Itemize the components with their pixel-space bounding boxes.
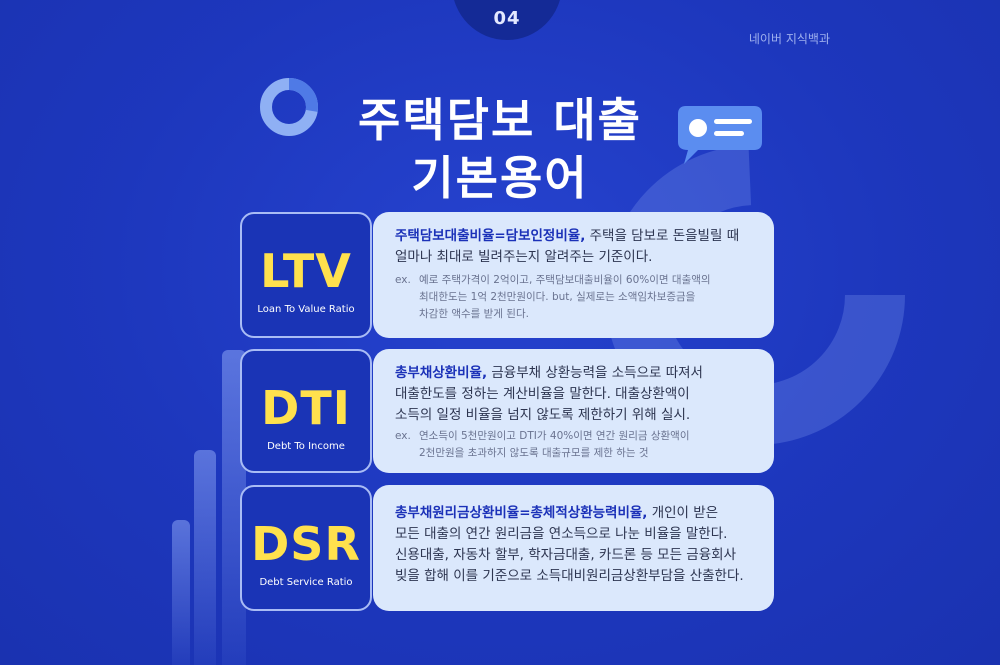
- example-block: ex. 예로 주택가격이 2억이고, 주택담보대출비율이 60%이면 대출액의 …: [395, 272, 756, 323]
- example-line: 예로 주택가격이 2억이고, 주택담보대출비율이 60%이면 대출액의: [419, 274, 711, 286]
- definition-text: 금융부채 상환능력을 소득으로 따져서: [487, 365, 703, 381]
- definition-highlight: 주택담보대출비율=담보인정비율,: [395, 228, 586, 244]
- term-label-dsr: DSR Debt Service Ratio: [240, 485, 372, 611]
- example-block: ex. 연소득이 5천만원이고 DTI가 40%이면 연간 원리금 상환액이 2…: [395, 428, 756, 462]
- term-card-dsr: 총부채원리금상환비율=총체적상환능력비율, 개인이 받은 모든 대출의 연간 원…: [373, 485, 774, 611]
- example-tag: ex.: [395, 430, 411, 442]
- example-tag: ex.: [395, 274, 411, 286]
- definition-highlight: 총부채원리금상환비율=총체적상환능력비율,: [395, 505, 648, 521]
- page-title-line1: 주택담보 대출: [358, 93, 642, 147]
- term-label-dti: DTI Debt To Income: [240, 349, 372, 473]
- definition-line: 빚을 합해 이를 기준으로 소득대비원리금상환부담을 산출한다.: [395, 568, 744, 584]
- definition-line: 대출한도를 정하는 계산비율을 말한다. 대출상환액이: [395, 386, 690, 402]
- term-full-name: Loan To Value Ratio: [257, 304, 355, 315]
- term-abbr: DTI: [261, 381, 351, 435]
- chat-bubble-icon: [678, 106, 762, 164]
- example-line: 최대한도는 1억 2천만원이다. but, 실제로는 소액임차보증금을: [419, 291, 696, 303]
- ring-chart-icon: [260, 78, 318, 136]
- definition-highlight: 총부채상환비율,: [395, 365, 488, 381]
- term-abbr: DSR: [251, 517, 361, 571]
- term-card-ltv: 주택담보대출비율=담보인정비율, 주택을 담보로 돈을빌릴 때 얼마나 최대로 …: [373, 212, 774, 338]
- definition-line: 신용대출, 자동차 할부, 학자금대출, 카드론 등 모든 금융회사: [395, 547, 736, 563]
- bar-decoration: [194, 450, 216, 665]
- definition-line: 모든 대출의 연간 원리금을 연소득으로 나눈 비율을 말한다.: [395, 526, 728, 542]
- definition-line: 소득의 일정 비율을 넘지 않도록 제한하기 위해 실시.: [395, 407, 691, 423]
- definition-text: 개인이 받은: [647, 505, 719, 521]
- page-title-line2: 기본용어: [411, 151, 589, 205]
- term-abbr: LTV: [260, 244, 352, 298]
- section-number: 04: [493, 8, 521, 29]
- definition-line: 얼마나 최대로 빌려주는지 알려주는 기준이다.: [395, 249, 653, 265]
- example-line: 연소득이 5천만원이고 DTI가 40%이면 연간 원리금 상환액이: [419, 430, 690, 442]
- definition-line: 총부채상환비율, 금융부채 상환능력을 소득으로 따져서: [395, 363, 756, 384]
- definition-line: 주택담보대출비율=담보인정비율, 주택을 담보로 돈을빌릴 때: [395, 226, 756, 247]
- example-line: 차감한 액수를 받게 된다.: [419, 308, 529, 320]
- term-label-ltv: LTV Loan To Value Ratio: [240, 212, 372, 338]
- term-full-name: Debt To Income: [267, 441, 345, 452]
- term-card-dti: 총부채상환비율, 금융부채 상환능력을 소득으로 따져서 대출한도를 정하는 계…: [373, 349, 774, 473]
- example-line: 2천만원을 초과하지 않도록 대출규모를 제한 하는 것: [419, 447, 649, 459]
- brand-label: 네이버 지식백과: [748, 32, 830, 46]
- definition-text: 주택을 담보로 돈을빌릴 때: [585, 228, 740, 244]
- definition-line: 총부채원리금상환비율=총체적상환능력비율, 개인이 받은: [395, 503, 756, 524]
- bar-decoration: [172, 520, 190, 665]
- term-full-name: Debt Service Ratio: [259, 577, 353, 588]
